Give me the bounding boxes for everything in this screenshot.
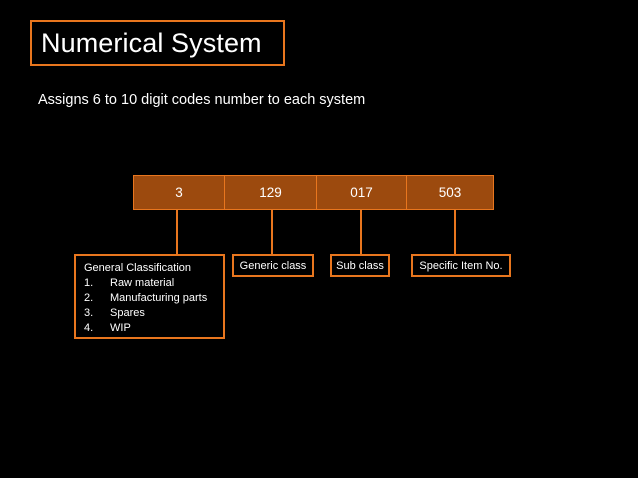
connector-line-sub-class xyxy=(360,210,362,255)
code-number-bar: 3 129 017 503 xyxy=(133,175,494,210)
code-segment-specific-item-no: 503 xyxy=(407,176,493,209)
list-item: 1. Raw material xyxy=(84,276,223,291)
list-item-number: 4. xyxy=(84,322,94,334)
slide-subtitle: Assigns 6 to 10 digit codes number to ea… xyxy=(38,92,366,108)
specific-item-no-box: Specific Item No. xyxy=(411,254,511,277)
general-classification-list: 1. Raw material 2. Manufacturing parts 3… xyxy=(84,276,223,336)
connector-line-specific-item-no xyxy=(454,210,456,255)
list-item-label: WIP xyxy=(110,322,131,334)
list-item: 2. Manufacturing parts xyxy=(84,291,223,306)
code-segment-generic-class: 129 xyxy=(225,176,317,209)
list-item-number: 3. xyxy=(84,307,94,319)
list-item-number: 1. xyxy=(84,277,94,289)
list-item-label: Manufacturing parts xyxy=(110,292,208,304)
code-segment-general-classification: 3 xyxy=(134,176,225,209)
list-item: 3. Spares xyxy=(84,306,223,321)
page-title: Numerical System xyxy=(41,27,262,58)
page-title-box: Numerical System xyxy=(30,20,285,66)
generic-class-box: Generic class xyxy=(232,254,314,277)
connector-line-general-classification xyxy=(176,210,178,255)
list-item-label: Spares xyxy=(110,307,145,319)
general-classification-box: General Classification 1. Raw material 2… xyxy=(74,254,225,339)
list-item: 4. WIP xyxy=(84,321,223,336)
list-item-label: Raw material xyxy=(110,277,175,289)
code-segment-sub-class: 017 xyxy=(317,176,407,209)
general-classification-title: General Classification xyxy=(84,262,191,274)
connector-line-generic-class xyxy=(271,210,273,255)
list-item-number: 2. xyxy=(84,292,94,304)
sub-class-box: Sub class xyxy=(330,254,390,277)
